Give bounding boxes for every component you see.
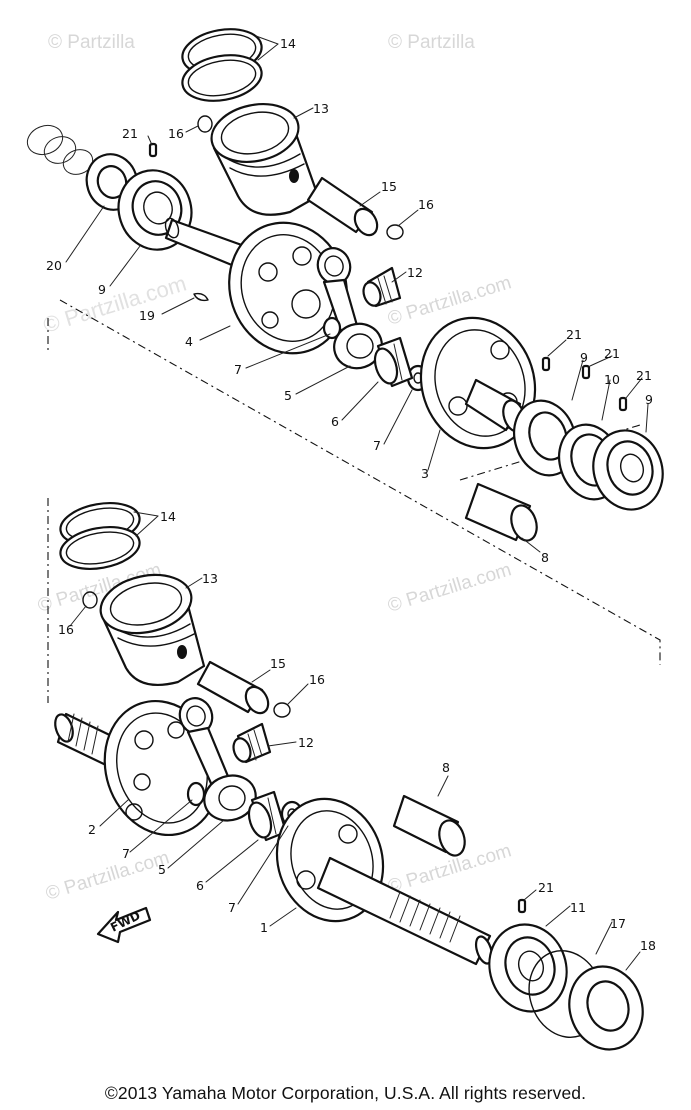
woodruff-key <box>193 292 209 302</box>
crank-pin-lower <box>392 794 466 857</box>
callout-label: 15 <box>381 179 397 194</box>
callouts-upper: 14 13 21 16 15 16 20 9 19 12 4 7 5 6 7 3… <box>46 36 653 565</box>
callout-label: 21 <box>604 346 620 361</box>
callout-label: 16 <box>168 126 184 141</box>
dowel-pin-lower <box>517 898 527 914</box>
piston-pin-lower <box>196 660 270 715</box>
callout-label: 16 <box>309 672 325 687</box>
callout-label: 2 <box>88 822 96 837</box>
watermark: © Partzilla <box>48 32 135 53</box>
callout-label: 6 <box>196 878 204 893</box>
callout-label: 9 <box>580 350 588 365</box>
callout-label: 11 <box>570 900 586 915</box>
callout-label: 5 <box>158 862 166 877</box>
callout-label: 9 <box>98 282 106 297</box>
callout-label: 12 <box>407 265 423 280</box>
callout-label: 14 <box>280 36 296 51</box>
bearing-lower-right <box>488 923 568 1013</box>
callout-label: 19 <box>139 308 155 323</box>
callout-label: 7 <box>228 900 236 915</box>
callout-label: 7 <box>122 846 130 861</box>
dowel-pin-upper-left <box>148 142 158 158</box>
oil-seal-lower <box>568 965 644 1051</box>
callout-label: 21 <box>566 327 582 342</box>
needle-bearing-upper <box>362 266 402 308</box>
callout-label: 16 <box>58 622 74 637</box>
callout-label: 7 <box>234 362 242 377</box>
callout-label: 8 <box>541 550 549 565</box>
watermark: © Partzilla.com <box>385 559 514 617</box>
callout-label: 21 <box>538 880 554 895</box>
callout-label: 14 <box>160 509 176 524</box>
piston-rings-upper <box>181 28 263 102</box>
callout-label: 7 <box>373 438 381 453</box>
callout-label: 4 <box>185 334 193 349</box>
callout-label: 6 <box>331 414 339 429</box>
crank-half-lower-right <box>275 797 494 966</box>
callout-label: 21 <box>636 368 652 383</box>
watermark: © Partzilla.com <box>385 272 514 330</box>
piston-pin-upper <box>306 176 379 237</box>
callout-label: 5 <box>284 388 292 403</box>
needle-bearing-lower <box>232 722 272 764</box>
watermark: © Partzilla <box>388 32 475 53</box>
callout-label: 17 <box>610 916 626 931</box>
watermark: © Partzilla.com <box>40 271 189 338</box>
bearings-upper-right <box>513 399 664 511</box>
crank-pin-roller-upper <box>373 336 414 388</box>
callout-label: 3 <box>421 466 429 481</box>
connecting-rod-upper <box>316 247 383 370</box>
circlips-upper <box>197 115 404 240</box>
piston-rings-lower <box>59 502 141 570</box>
callout-label: 15 <box>270 656 286 671</box>
dowel-pins-upper-right <box>541 356 628 412</box>
crank-half-upper-left <box>164 217 348 355</box>
crank-pin-upper <box>464 482 538 542</box>
callout-label: 18 <box>640 938 656 953</box>
leader-lines <box>65 35 649 971</box>
piston-upper <box>210 103 320 216</box>
circlips-lower <box>82 591 291 718</box>
callout-label: 13 <box>313 101 329 116</box>
callouts-lower: 14 13 16 15 16 12 2 7 5 6 7 8 1 21 11 17… <box>58 509 656 953</box>
watermark: © Partzilla.com <box>43 847 172 905</box>
copyright-notice: ©2013 Yamaha Motor Corporation, U.S.A. A… <box>104 1083 587 1103</box>
callout-label: 21 <box>122 126 138 141</box>
callout-label: 8 <box>442 760 450 775</box>
connecting-rod-lower <box>178 697 257 822</box>
callout-label: 1 <box>260 920 268 935</box>
callout-label: 12 <box>298 735 314 750</box>
callout-label: 10 <box>604 372 620 387</box>
callout-label: 13 <box>202 571 218 586</box>
forward-arrow: FWD <box>96 906 152 944</box>
callout-label: 9 <box>645 392 653 407</box>
callout-label: 20 <box>46 258 62 273</box>
piston-lower <box>99 573 206 686</box>
callout-label: 16 <box>418 197 434 212</box>
